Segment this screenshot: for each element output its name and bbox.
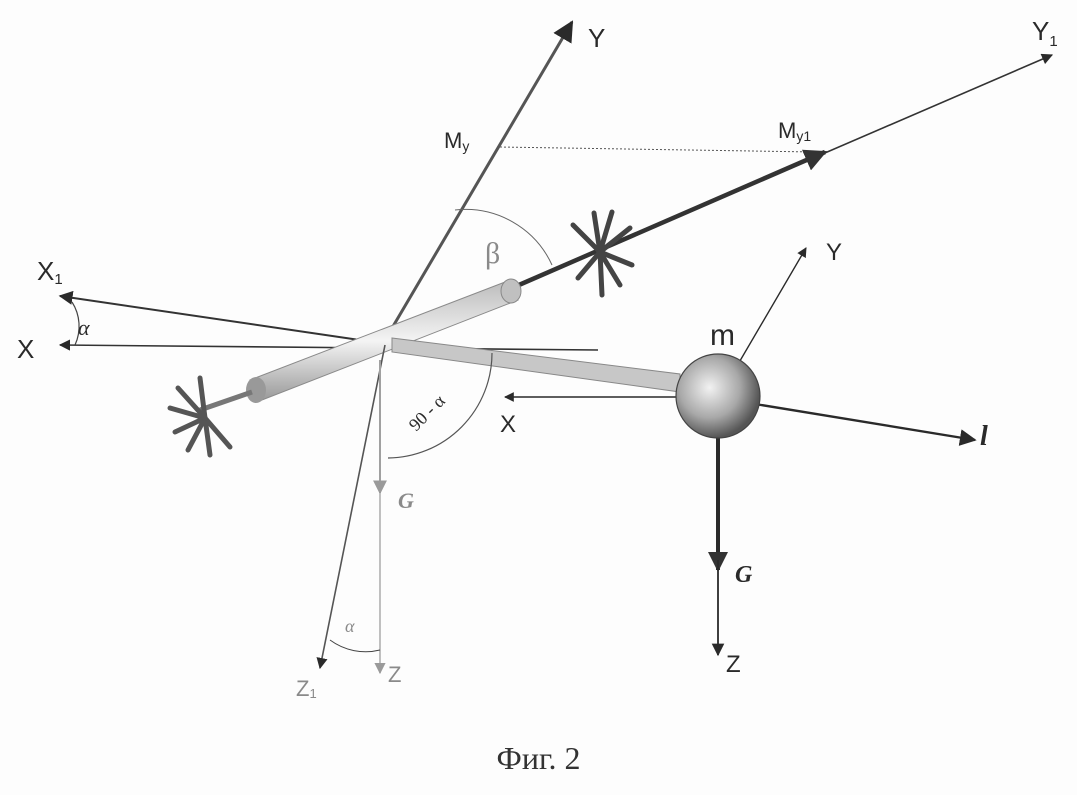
y1-axis-thick	[512, 152, 825, 288]
label-my: My	[444, 128, 469, 154]
mass-rod	[392, 338, 680, 392]
label-z-left: Z	[388, 662, 401, 687]
label-alpha-left: α	[78, 315, 90, 340]
shaft-end-left	[246, 377, 266, 403]
beta-arc	[455, 209, 552, 265]
label-x1: X1	[37, 256, 63, 288]
label-y-mass: Y	[826, 239, 842, 266]
figure-caption: Фиг. 2	[0, 740, 1077, 777]
label-z1: Z1	[296, 676, 317, 701]
label-l: l	[980, 421, 988, 452]
shaft-end-right	[501, 279, 521, 303]
rotor-star-right	[573, 212, 632, 295]
x1-axis	[60, 296, 380, 343]
label-g-left: G	[398, 488, 414, 513]
shaft-left-stub	[200, 392, 252, 410]
my-connector	[500, 147, 815, 152]
label-x-left: X	[17, 334, 34, 364]
mass-ball	[676, 354, 760, 438]
label-g-right: G	[735, 562, 753, 588]
alpha-arc-bottom	[330, 640, 380, 652]
label-my1: My1	[778, 118, 811, 144]
label-m: m	[710, 319, 735, 352]
label-z-right: Z	[726, 651, 741, 678]
label-angle-90: 90 - α	[405, 390, 450, 435]
label-x-mass: X	[500, 411, 516, 438]
rotor-star-left	[170, 378, 230, 455]
label-y1-top: Y1	[1032, 16, 1058, 50]
label-y-top: Y	[588, 23, 605, 53]
label-alpha-bottom: α	[345, 616, 355, 636]
label-beta: β	[485, 237, 500, 270]
rotor-shaft	[250, 282, 518, 400]
l-axis	[755, 404, 975, 440]
